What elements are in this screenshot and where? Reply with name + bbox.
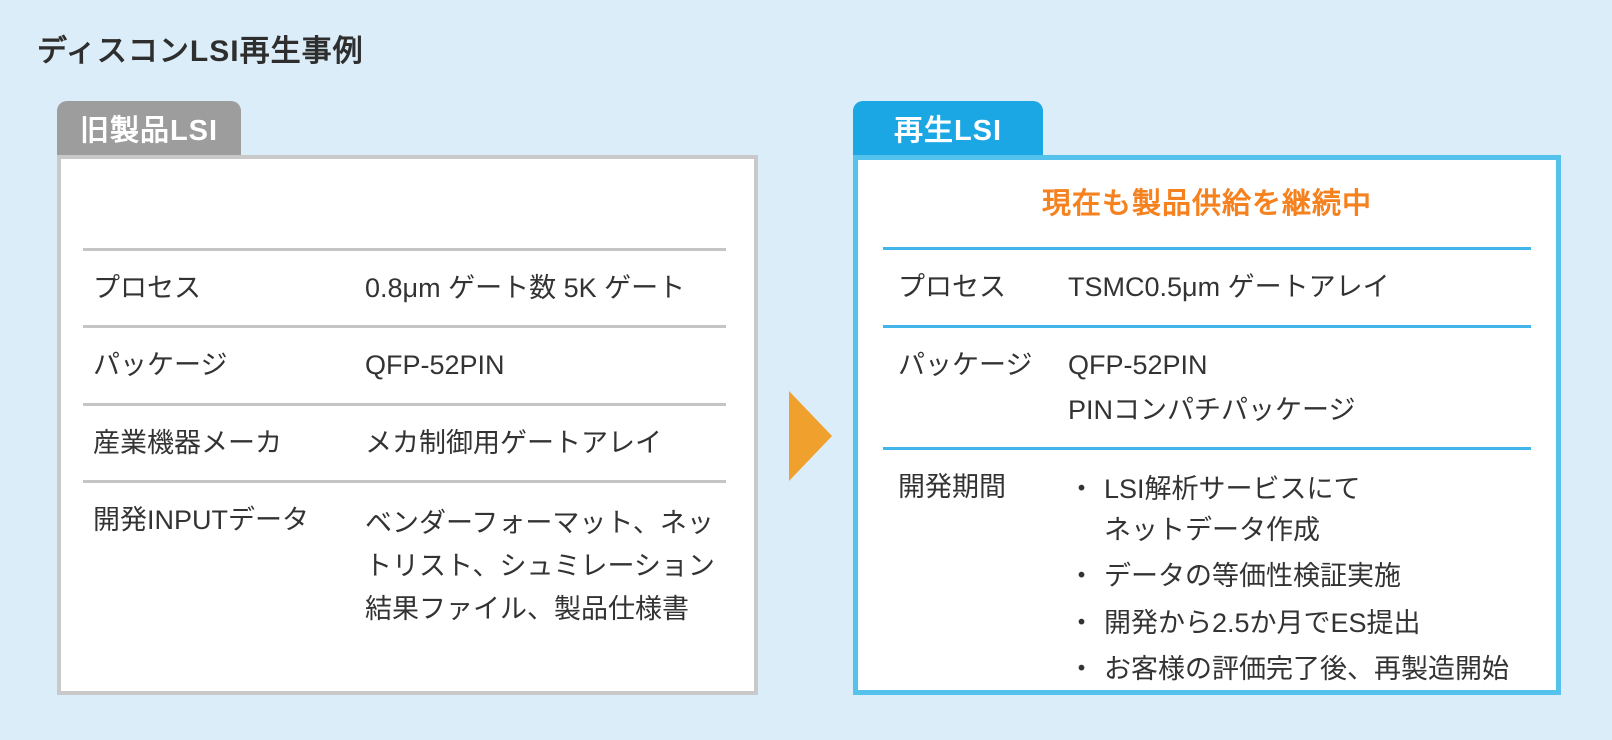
table-row: プロセス 0.8μm ゲート数 5K ゲート xyxy=(61,251,754,325)
bullet-continuation-line: ネットデータ作成 xyxy=(1104,514,1320,545)
bullet-text: お客様の評価完了後、再製造開始 xyxy=(1104,649,1536,690)
row-value: メカ制御用ゲートアレイ xyxy=(365,427,662,458)
bullet-icon: ・ xyxy=(1068,561,1095,592)
table-row: プロセス TSMC0.5μm ゲートアレイ xyxy=(858,250,1556,324)
row-label: パッケージ xyxy=(93,350,228,381)
old-product-box: プロセス 0.8μm ゲート数 5K ゲート パッケージ QFP-52PIN 産… xyxy=(57,155,758,695)
divider xyxy=(883,247,1531,251)
dev-period-bullet-list: ・ LSI解析サービスにて ネットデータ作成 ・ データの等価性検証実施 ・ xyxy=(1068,469,1556,696)
divider xyxy=(883,324,1531,328)
row-value: ベンダーフォーマット、ネットリスト、シュミレーション結果ファイル、製品仕様書 xyxy=(365,508,715,624)
row-label: 開発期間 xyxy=(898,472,1006,503)
old-product-empty-area xyxy=(61,159,754,248)
arrow-right-icon xyxy=(789,391,832,481)
list-item: ・ お客様の評価完了後、再製造開始 xyxy=(1068,649,1536,690)
new-product-box: 現在も製品供給を継続中 プロセス TSMC0.5μm ゲートアレイ パッケージ … xyxy=(853,155,1561,695)
list-item: ・ データの等価性検証実施 xyxy=(1068,556,1536,597)
row-value: 0.8μm ゲート数 5K ゲート xyxy=(365,273,686,303)
table-row: パッケージ QFP-52PIN xyxy=(61,328,754,402)
bullet-icon: ・ xyxy=(1068,474,1095,505)
table-row: 産業機器メーカ メカ制御用ゲートアレイ xyxy=(61,406,754,480)
bullet-line: データの等価性検証実施 xyxy=(1104,561,1401,592)
bullet-icon: ・ xyxy=(1068,607,1095,638)
bullet-line: LSI解析サービスにて xyxy=(1104,474,1361,505)
row-value: QFP-52PIN PINコンパチパッケージ xyxy=(1068,347,1556,429)
new-product-tab-label: 再生LSI xyxy=(893,115,1003,147)
bullet-line: お客様の評価完了後、再製造開始 xyxy=(1104,654,1509,685)
bullet-line: 開発から2.5か月でES提出 xyxy=(1104,607,1421,638)
value-line: PINコンパチパッケージ xyxy=(1068,395,1356,426)
list-item: ・ LSI解析サービスにて ネットデータ作成 xyxy=(1068,469,1536,550)
supply-status-headline: 現在も製品供給を継続中 xyxy=(1041,188,1372,220)
new-product-tab: 再生LSI xyxy=(853,101,1043,155)
row-label: パッケージ xyxy=(898,349,1033,380)
row-value: QFP-52PIN xyxy=(365,350,505,381)
row-label: プロセス xyxy=(93,273,201,303)
row-label: 産業機器メーカ xyxy=(93,427,282,458)
table-row: 開発INPUTデータ ベンダーフォーマット、ネットリスト、シュミレーション結果フ… xyxy=(61,483,754,649)
divider xyxy=(83,325,726,329)
table-row: 開発期間 ・ LSI解析サービスにて ネットデータ作成 ・ データの等価性検証実… xyxy=(858,450,1556,715)
old-product-tab: 旧製品LSI xyxy=(57,101,241,155)
old-product-tab-label: 旧製品LSI xyxy=(79,115,219,147)
page-title: ディスコンLSI再生事例 xyxy=(37,35,364,68)
value-line: QFP-52PIN xyxy=(1068,349,1208,380)
divider xyxy=(83,402,726,406)
row-label: 開発INPUTデータ xyxy=(93,505,309,536)
row-label: プロセス xyxy=(898,272,1006,303)
bullet-text: LSI解析サービスにて ネットデータ作成 xyxy=(1104,469,1536,550)
divider xyxy=(883,447,1531,451)
bullet-text: 開発から2.5か月でES提出 xyxy=(1104,603,1536,644)
list-item: ・ 開発から2.5か月でES提出 xyxy=(1068,603,1536,644)
bullet-icon: ・ xyxy=(1068,654,1095,685)
table-row: パッケージ QFP-52PIN PINコンパチパッケージ xyxy=(858,328,1556,448)
divider xyxy=(83,248,726,251)
bullet-text: データの等価性検証実施 xyxy=(1104,556,1536,597)
divider xyxy=(83,480,726,484)
row-value: TSMC0.5μm ゲートアレイ xyxy=(1068,272,1390,303)
